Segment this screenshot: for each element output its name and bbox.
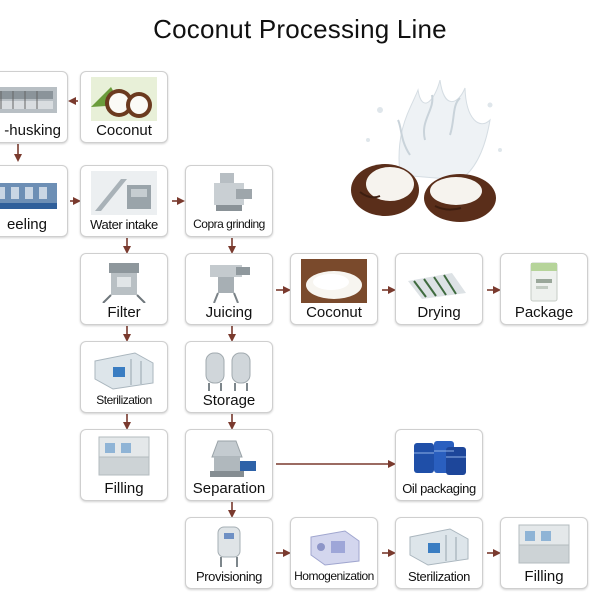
coconut-splash-icon [351,80,502,222]
juicer-machine-icon [210,265,250,303]
node-label: Sterilization [408,569,470,584]
sterilizer-machine-icon [409,528,469,566]
node-label: Separation [192,480,266,497]
node-filter: Filter [80,253,168,325]
node-label: Package [514,304,574,321]
package-bag-icon [530,262,558,302]
node-drying: Drying [395,253,483,325]
coconut-icon [91,77,157,121]
page-title: Coconut Processing Line [153,14,447,44]
oil-barrels-icon [414,441,466,475]
node-label: eeling [6,216,47,233]
sterilizer-machine-icon [94,352,154,390]
node-dehusking: -husking [0,71,68,143]
node-label: Filter [107,304,141,321]
node-label: -husking [4,122,61,139]
node-provisioning: Provisioning [185,517,273,589]
node-label: Filling [104,480,144,497]
node-label: Filling [524,568,564,585]
node-coconut-powder: Coconut [290,253,378,325]
homogenizer-machine-icon [310,530,360,566]
node-sterilization-2: Sterilization [395,517,483,589]
coconut-powder-icon [301,259,367,303]
node-label: Homogenization [294,569,374,583]
node-label: Coconut [96,122,152,139]
dehusking-machine-icon [0,87,57,113]
dryer-conveyor-icon [408,273,466,299]
node-coconut-raw: Coconut [80,71,168,143]
peeling-machine-icon [0,183,57,209]
node-label: Storage [202,392,256,409]
node-package: Package [500,253,588,325]
node-label: Coconut [306,304,362,321]
node-sterilization-1: Sterilization [80,341,168,413]
filling-machine-icon [518,524,570,564]
node-label: Juicing [205,304,253,321]
node-peeling: eeling [0,165,68,237]
node-label: Copra grinding [193,217,265,231]
storage-tanks-icon [205,352,251,391]
provisioning-tank-icon [217,526,241,567]
node-copra-grinding: Copra grinding [185,165,273,237]
node-storage: Storage [185,341,273,413]
filter-machine-icon [102,263,146,303]
node-water-intake: Water intake [80,165,168,237]
node-filling-2: Filling [500,517,588,589]
filling-machine-icon [98,436,150,476]
node-oil-packaging: Oil packaging [395,429,483,501]
node-label: Oil packaging [402,481,476,496]
node-label: Sterilization [96,393,152,407]
grinder-machine-icon [214,173,252,211]
node-separation: Separation [185,429,273,501]
water-intake-machine-icon [91,171,157,215]
separator-machine-icon [210,440,256,477]
node-label: Provisioning [195,569,262,584]
node-filling-1: Filling [80,429,168,501]
node-homogenization: Homogenization [290,517,378,589]
node-label: Drying [417,304,461,321]
node-label: Water intake [90,217,158,232]
node-juicing: Juicing [185,253,273,325]
